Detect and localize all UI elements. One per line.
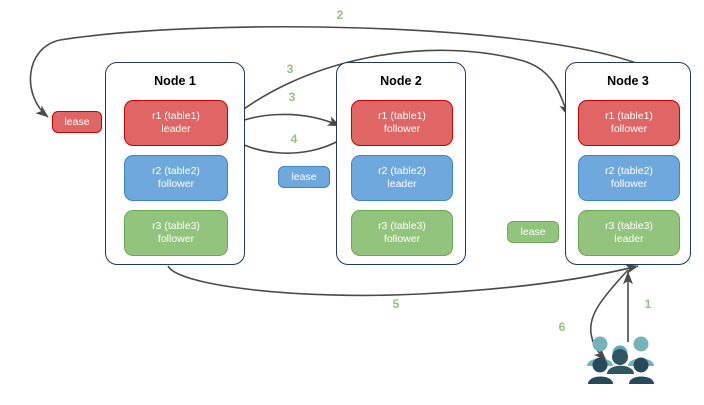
lease-badge-green[interactable]: lease [507, 221, 559, 243]
replica-role: leader [387, 178, 417, 190]
step-label-4: 4 [290, 132, 298, 146]
users-group-icon [587, 336, 654, 384]
replica-node2-r3[interactable]: r3 (table3) follower [351, 210, 453, 256]
replica-role: leader [161, 123, 191, 135]
replica-node3-r3[interactable]: r3 (table3) leader [578, 210, 680, 256]
replica-role: follower [383, 123, 421, 135]
replica-node3-r1[interactable]: r1 (table1) follower [578, 100, 680, 146]
replica-name: r3 (table3) [378, 220, 426, 232]
replica-name: r2 (table2) [605, 165, 653, 177]
replica-name: r1 (table1) [152, 110, 200, 122]
node-title-3: Node 3 [607, 74, 649, 88]
node-container-3[interactable]: Node 3 r1 (table1) follower r2 (table2) … [565, 62, 691, 265]
step-label-3b: 3 [288, 90, 296, 104]
lease-badge-blue[interactable]: lease [278, 166, 330, 188]
step-label-5: 5 [392, 297, 400, 311]
replica-name: r1 (table1) [378, 110, 426, 122]
replica-node1-r1[interactable]: r1 (table1) leader [124, 100, 228, 146]
replica-name: r3 (table3) [605, 220, 653, 232]
node-container-1[interactable]: Node 1 r1 (table1) leader r2 (table2) fo… [105, 62, 245, 265]
replica-role: follower [157, 178, 195, 190]
step-label-1: 1 [644, 297, 652, 311]
replica-role: leader [614, 233, 644, 245]
lease-badge-red[interactable]: lease [52, 111, 102, 133]
replica-role: follower [610, 178, 648, 190]
step-label-3a: 3 [286, 62, 294, 76]
step-label-6: 6 [558, 320, 566, 334]
replica-role: follower [383, 233, 421, 245]
node-title-1: Node 1 [154, 74, 196, 88]
replica-node2-r1[interactable]: r1 (table1) follower [351, 100, 453, 146]
replica-role: follower [610, 123, 648, 135]
step-label-2: 2 [336, 8, 344, 22]
replica-role: follower [157, 233, 195, 245]
node-container-2[interactable]: Node 2 r1 (table1) follower r2 (table2) … [336, 62, 466, 265]
replica-name: r1 (table1) [605, 110, 653, 122]
edge-step-5 [167, 264, 639, 297]
replica-node3-r2[interactable]: r2 (table2) follower [578, 155, 680, 201]
replica-name: r3 (table3) [152, 220, 200, 232]
replica-name: r2 (table2) [152, 165, 200, 177]
replica-node1-r2[interactable]: r2 (table2) follower [124, 155, 228, 201]
replica-node1-r3[interactable]: r3 (table3) follower [124, 210, 228, 256]
replica-node2-r2[interactable]: r2 (table2) leader [351, 155, 453, 201]
node-title-2: Node 2 [380, 74, 422, 88]
replica-name: r2 (table2) [378, 165, 426, 177]
